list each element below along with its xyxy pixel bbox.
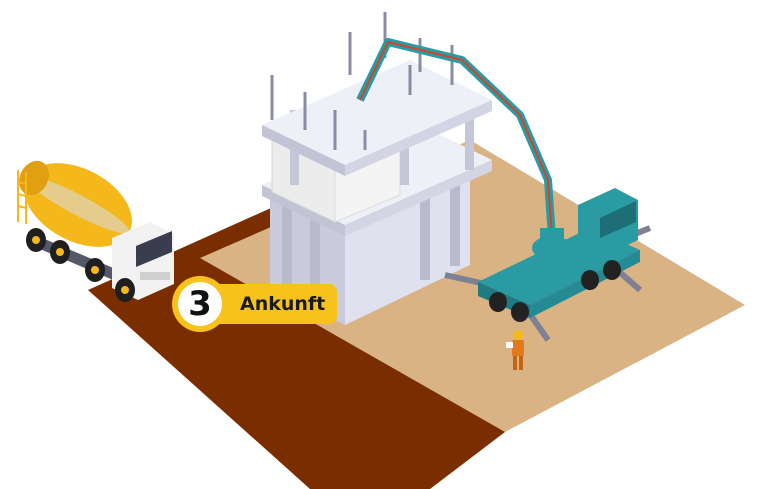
concrete-mixer-truck-icon <box>17 160 174 302</box>
step-label: Ankunft <box>240 293 326 315</box>
step-number: 3 <box>188 284 212 324</box>
step-number-circle-inner: 3 <box>178 282 222 326</box>
concrete-pump-truck-icon <box>356 38 652 342</box>
step-badge: 3 Ankunft <box>172 276 338 332</box>
construction-worker-icon <box>506 330 524 370</box>
building-under-construction-icon <box>262 12 492 325</box>
step-label-pill: Ankunft <box>210 284 338 324</box>
step-number-circle: 3 <box>172 276 228 332</box>
